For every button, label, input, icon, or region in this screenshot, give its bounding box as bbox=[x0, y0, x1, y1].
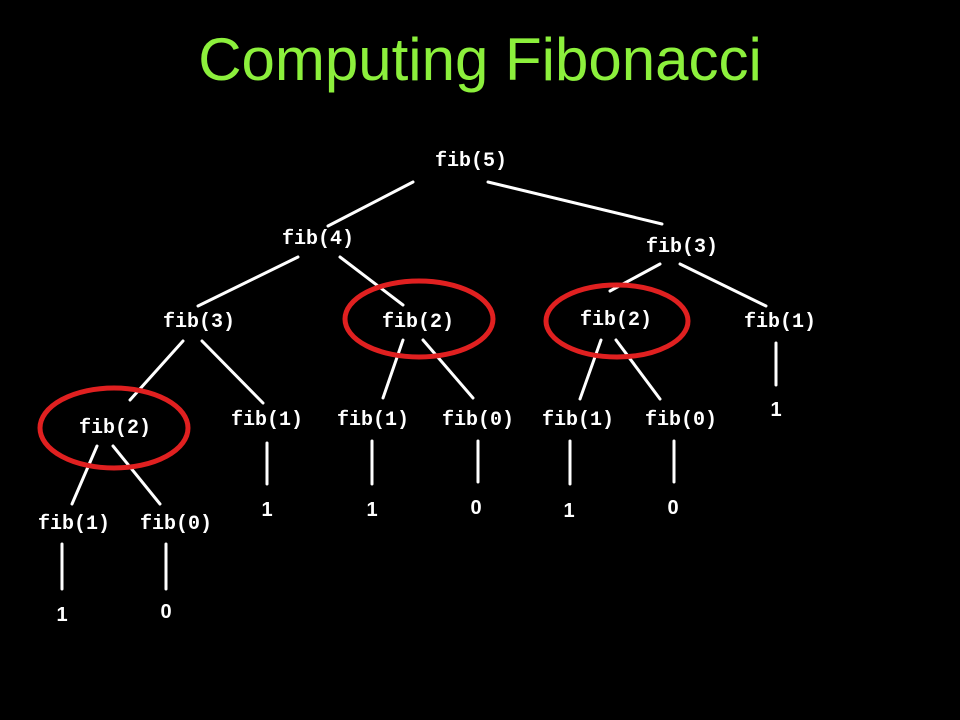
node-fib5: fib(5) bbox=[435, 150, 507, 173]
edge-fib4-fib3 bbox=[196, 255, 300, 308]
edge-fib2l-fib1 bbox=[70, 444, 99, 506]
edge-fib3r-fib1 bbox=[678, 262, 768, 308]
highlight-circle-fib2-middle bbox=[342, 278, 496, 360]
slide-title: Computing Fibonacci bbox=[198, 26, 762, 93]
leaf-value-fib1-d: 1 bbox=[56, 604, 67, 626]
leaf-value-fib1-a: 1 bbox=[261, 499, 272, 521]
node-fib0-c: fib(0) bbox=[140, 513, 212, 536]
node-fib2-left: fib(2) bbox=[79, 417, 151, 440]
highlight-circle-fib2-left bbox=[37, 385, 191, 471]
leaf-value-fib1-right: 1 bbox=[770, 399, 781, 421]
leaf-value-fib1-b: 1 bbox=[366, 499, 377, 521]
leaf-values: 1 1 1 0 1 0 1 0 bbox=[56, 399, 781, 626]
edge-fib2m-fib1 bbox=[381, 338, 405, 400]
node-fib3-right: fib(3) bbox=[646, 236, 718, 259]
edge-fib3l-fib1 bbox=[200, 339, 265, 405]
tree-edges bbox=[60, 180, 778, 591]
edge-fib4-fib2 bbox=[338, 255, 405, 307]
edge-fib2r-fib1 bbox=[578, 338, 603, 401]
node-fib2-middle: fib(2) bbox=[382, 311, 454, 334]
leaf-value-fib1-c: 1 bbox=[563, 500, 574, 522]
edge-fib5-fib3 bbox=[486, 180, 664, 226]
node-fib0-b: fib(0) bbox=[645, 409, 717, 432]
edge-fib2l-fib0 bbox=[111, 444, 162, 506]
node-fib1-c: fib(1) bbox=[542, 409, 614, 432]
repeat-highlights bbox=[37, 278, 691, 471]
node-fib3-left: fib(3) bbox=[163, 311, 235, 334]
edge-fib2r-fib0 bbox=[614, 338, 662, 401]
node-fib1-right: fib(1) bbox=[744, 311, 816, 334]
edge-fib2m-fib0 bbox=[421, 338, 475, 400]
leaf-value-fib0-b: 0 bbox=[667, 497, 678, 519]
highlight-circle-fib2-right bbox=[543, 282, 691, 360]
node-fib0-a: fib(0) bbox=[442, 409, 514, 432]
leaf-value-fib0-a: 0 bbox=[470, 497, 481, 519]
leaf-value-fib0-c: 0 bbox=[160, 601, 171, 623]
node-fib1-b: fib(1) bbox=[337, 409, 409, 432]
node-fib1-d: fib(1) bbox=[38, 513, 110, 536]
node-fib1-a: fib(1) bbox=[231, 409, 303, 432]
edge-fib5-fib4 bbox=[326, 180, 415, 228]
call-nodes: fib(5) fib(4) fib(3) fib(3) fib(2) fib(2… bbox=[38, 150, 816, 536]
node-fib4: fib(4) bbox=[282, 228, 354, 251]
node-fib2-right: fib(2) bbox=[580, 309, 652, 332]
